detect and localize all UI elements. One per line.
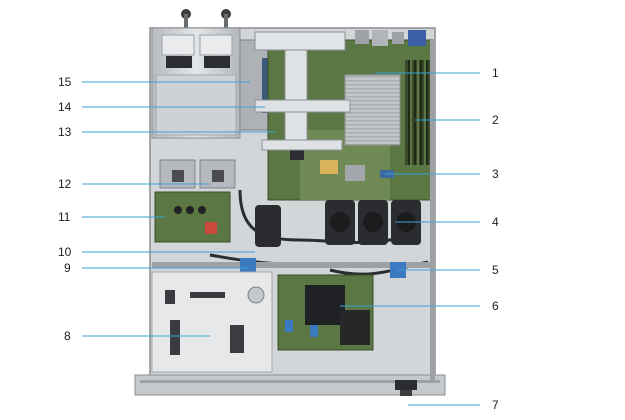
callout-15: 15 [58,75,72,89]
right-callouts: 1 2 3 4 5 6 7 [492,66,499,412]
callout-10: 10 [58,245,72,259]
callout-12: 12 [58,177,72,191]
power-board [154,191,231,243]
callout-14: 14 [58,100,72,114]
left-leader-lines [82,81,275,337]
callout-11: 11 [58,210,71,224]
callout-7: 7 [492,398,499,412]
right-leader-lines [340,72,480,406]
callout-1: 1 [492,66,499,80]
callout-6: 6 [492,299,499,313]
power-supply-bays [151,27,241,139]
psu-handles [181,9,231,28]
drive-bay-area [151,271,273,373]
callout-8: 8 [64,329,71,343]
front-panel [395,380,417,396]
riser-bracket [254,31,351,151]
right-rail [430,40,435,380]
callout-4: 4 [492,215,499,229]
callout-13: 13 [58,125,72,139]
expansion-card [277,274,374,351]
callout-3: 3 [492,167,499,181]
riser-area [239,39,272,131]
callout-9: 9 [64,261,71,275]
callout-2: 2 [492,113,499,127]
left-callouts: 15 14 13 12 11 10 9 8 [58,75,72,343]
system-fans [159,159,421,247]
callout-5: 5 [492,263,499,277]
